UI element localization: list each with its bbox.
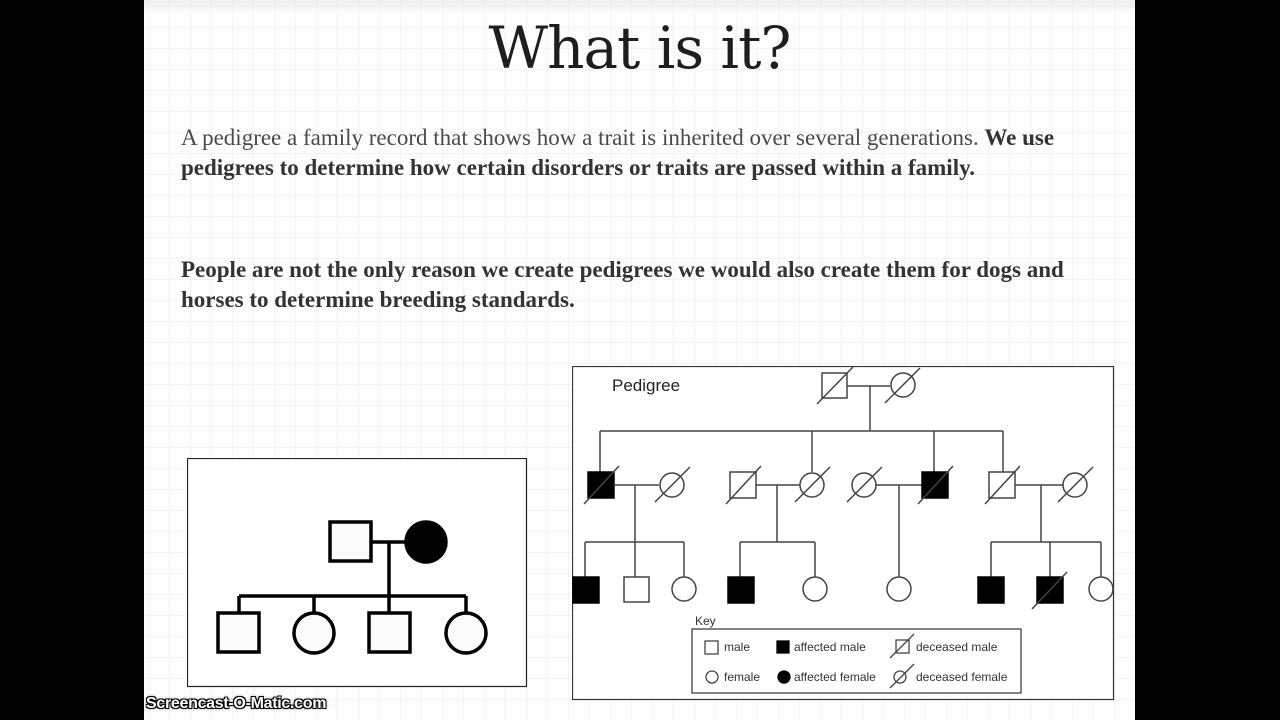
key-deceased-male: deceased male: [916, 640, 998, 654]
child-male-symbol: [367, 611, 412, 654]
definition-paragraph: A pedigree a family record that shows ho…: [181, 123, 1101, 183]
pedigree-title: Pedigree: [612, 376, 680, 395]
mother-affected-female-symbol: [404, 520, 448, 564]
definition-text: A pedigree a family record that shows ho…: [181, 125, 985, 150]
screencast-watermark: Screencast-O-Matic.com: [146, 695, 327, 712]
father-unaffected-male-symbol: [328, 520, 373, 563]
key-female: female: [724, 670, 760, 684]
slide-title: What is it?: [488, 14, 792, 82]
animals-paragraph: People are not the only reason we create…: [181, 257, 1064, 312]
key-affected-female: affected female: [794, 670, 876, 684]
presentation-slide: What is it? A pedigree a family record t…: [144, 0, 1135, 720]
key-label: Key: [695, 614, 716, 628]
key-deceased-female: deceased female: [916, 670, 1008, 684]
simple-pedigree-diagram: [187, 458, 528, 688]
key-affected-male: affected male: [794, 640, 866, 654]
child-female-symbol: [444, 611, 488, 655]
child-female-symbol: [292, 611, 336, 655]
slide-top-shade: [144, 0, 1135, 14]
definition-emphasis: We use pedigrees to determine how certai…: [181, 125, 1055, 180]
key-male: male: [724, 640, 750, 654]
detailed-pedigree-diagram: Pedigree: [572, 366, 1115, 701]
child-male-symbol: [216, 611, 261, 654]
